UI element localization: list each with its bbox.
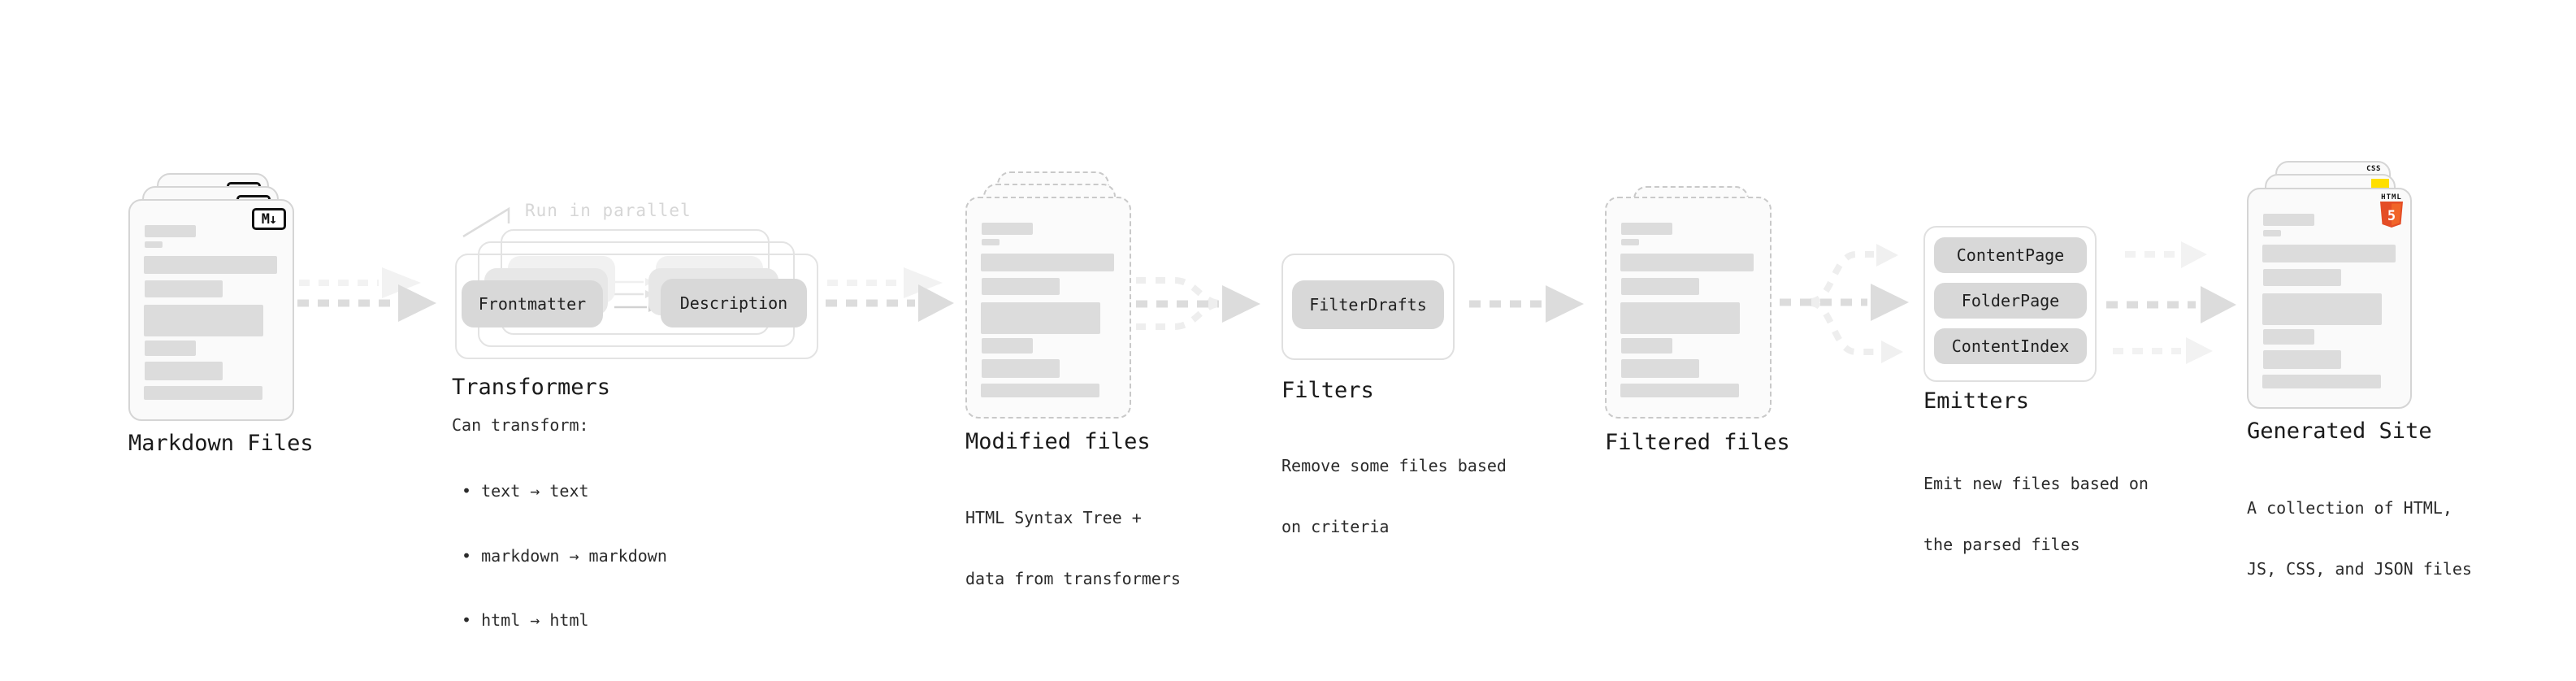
css-icon-word: CSS	[2366, 165, 2381, 173]
stage-label-modified-files: Modified files	[965, 429, 1151, 454]
placeholder-text-bar	[1621, 359, 1699, 378]
modified-file-card-front	[965, 197, 1131, 419]
subtitle-line: on criteria	[1281, 517, 1390, 536]
contentpage-chip: ContentPage	[1934, 237, 2087, 273]
placeholder-text-bar	[1621, 223, 1672, 235]
arrow-head-icon	[1546, 285, 1584, 323]
placeholder-text-bar	[144, 305, 263, 336]
subtitle-line: Remove some files based	[1281, 456, 1507, 475]
placeholder-text-bar	[1620, 302, 1740, 334]
markdown-file-card-front: M↓	[128, 199, 294, 421]
folderpage-chip: FolderPage	[1934, 283, 2087, 319]
stage-subtitle-generated-site: A collection of HTML, JS, CSS, and JSON …	[2247, 458, 2472, 620]
placeholder-text-bar	[2262, 293, 2382, 325]
placeholder-text-bar	[981, 302, 1100, 334]
arrow-filters-to-filtered	[1469, 285, 1584, 323]
arrow-ghost-head-icon	[1876, 244, 1898, 267]
placeholder-text-bar	[1620, 254, 1754, 271]
placeholder-text-bar	[2263, 350, 2341, 369]
html5-icon: HTML 5	[2380, 193, 2403, 231]
arrow-head-icon	[2201, 286, 2236, 323]
stage-subtitle-modified-files: HTML Syntax Tree + data from transformer…	[965, 467, 1181, 630]
transformer-container-front	[455, 254, 818, 359]
placeholder-text-bar	[1621, 239, 1639, 245]
subtitle-line: the parsed files	[1923, 535, 2080, 554]
arrow-ghost-head-icon	[2181, 241, 2207, 268]
arrow-head-icon	[1871, 284, 1909, 321]
arrow-head-icon	[398, 284, 436, 322]
subtitle-line: data from transformers	[965, 569, 1181, 588]
arrow-emitters-to-generated	[2106, 241, 2236, 364]
arrow-ghost-head-icon	[2186, 337, 2213, 364]
placeholder-text-bar	[982, 278, 1060, 295]
stage-subtitle-emitters: Emit new files based on the parsed files	[1923, 433, 2149, 596]
contentindex-chip: ContentIndex	[1934, 328, 2087, 364]
transformers-bullet-list: • text → text • markdown → markdown • ht…	[462, 437, 667, 674]
arrow-transformers-to-modified	[826, 267, 954, 322]
placeholder-text-bar	[2263, 214, 2314, 226]
placeholder-text-bar	[145, 225, 196, 237]
stage-label-markdown-files: Markdown Files	[128, 431, 314, 456]
placeholder-text-bar	[1620, 384, 1739, 397]
stage-label-filters: Filters	[1281, 378, 1374, 403]
markdown-icon: M↓	[252, 208, 286, 230]
arrow-ghost-head-icon	[382, 267, 421, 298]
arrow-ghost-head-icon	[904, 267, 943, 298]
run-in-parallel-leader-line	[462, 206, 510, 238]
subtitle-line: Emit new files based on	[1923, 474, 2149, 493]
placeholder-text-bar	[2263, 329, 2314, 345]
filterdrafts-chip: FilterDrafts	[1292, 280, 1444, 329]
placeholder-text-bar	[144, 256, 277, 274]
placeholder-text-bar	[145, 362, 223, 380]
html5-icon-five: 5	[2387, 208, 2396, 224]
placeholder-text-bar	[981, 384, 1099, 397]
stage-label-emitters: Emitters	[1923, 388, 2030, 414]
subtitle-line: A collection of HTML,	[2247, 498, 2452, 518]
placeholder-text-bar	[1621, 278, 1699, 295]
subtitle-line: JS, CSS, and JSON files	[2247, 559, 2472, 579]
placeholder-text-bar	[2263, 230, 2281, 236]
arrow-head-icon	[1222, 285, 1260, 323]
placeholder-text-bar	[145, 340, 196, 356]
arrow-ghost-head-icon	[1881, 340, 1903, 363]
bullet-item: • text → text	[462, 481, 589, 501]
transformers-note-heading: Can transform:	[452, 415, 589, 435]
subtitle-line: HTML Syntax Tree +	[965, 508, 1142, 527]
placeholder-text-bar	[2262, 245, 2396, 262]
placeholder-text-bar	[981, 254, 1114, 271]
placeholder-text-bar	[145, 241, 163, 248]
run-in-parallel-note: Run in parallel	[525, 201, 692, 220]
placeholder-text-bar	[982, 223, 1033, 235]
html5-icon-word: HTML	[2381, 193, 2402, 202]
description-chip: Description	[661, 279, 807, 327]
filtered-file-card-front	[1605, 197, 1772, 419]
arrow-filtered-to-emitters	[1780, 244, 1909, 363]
frontmatter-chip: Frontmatter	[462, 280, 603, 327]
placeholder-text-bar	[145, 280, 223, 297]
placeholder-text-bar	[2262, 375, 2381, 388]
arrow-head-icon	[918, 284, 954, 322]
generated-file-card-front: HTML 5	[2247, 188, 2412, 409]
stage-label-transformers: Transformers	[452, 375, 611, 400]
placeholder-text-bar	[982, 338, 1033, 354]
stage-label-filtered-files: Filtered files	[1605, 430, 1790, 455]
placeholder-text-bar	[2263, 269, 2341, 286]
stage-label-generated-site: Generated Site	[2247, 419, 2432, 444]
bullet-item: • markdown → markdown	[462, 545, 667, 566]
placeholder-text-bar	[1621, 338, 1672, 354]
placeholder-text-bar	[982, 359, 1060, 378]
placeholder-text-bar	[982, 239, 1000, 245]
placeholder-text-bar	[144, 386, 262, 400]
arrow-markdown-to-transformers	[297, 267, 436, 322]
bullet-item: • html → html	[462, 610, 589, 630]
stage-subtitle-filters: Remove some files based on criteria	[1281, 415, 1507, 578]
html5-shield-icon: 5	[2380, 202, 2403, 228]
arrow-modified-to-filters	[1136, 277, 1260, 330]
